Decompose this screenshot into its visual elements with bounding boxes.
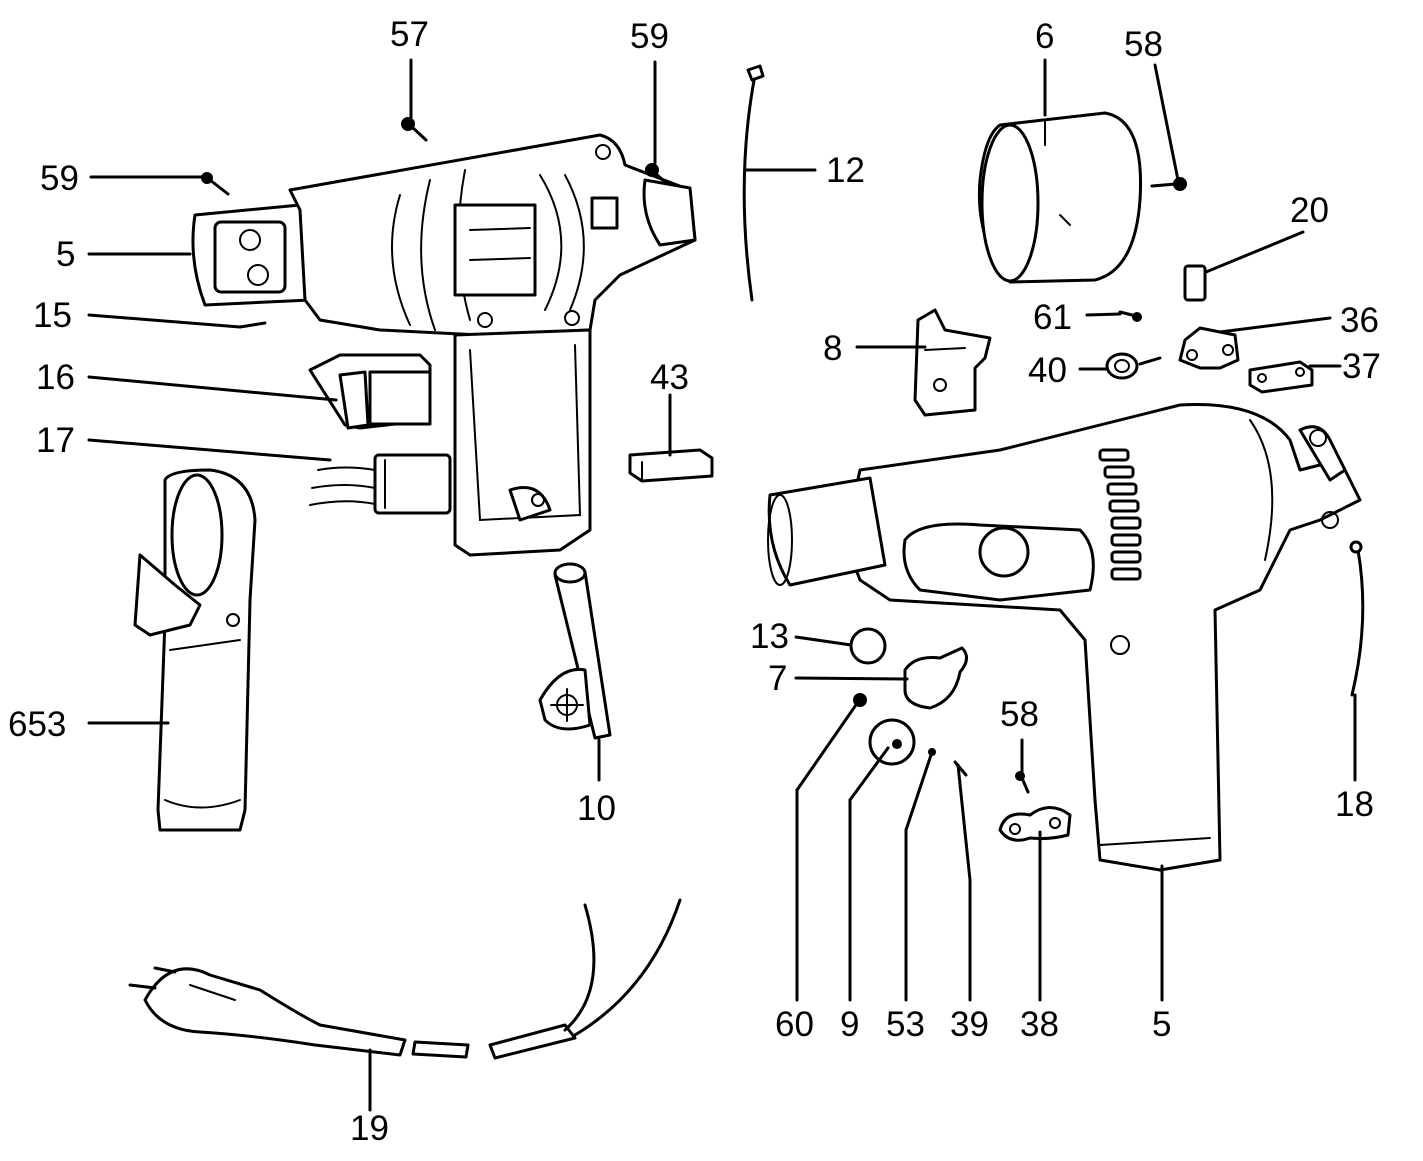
callout-18: 18 <box>1335 785 1374 824</box>
brush-holder-36 <box>1178 326 1240 370</box>
callout-10: 10 <box>577 789 616 828</box>
block-43 <box>628 448 714 483</box>
callout-53: 53 <box>886 1005 925 1044</box>
housing-half-left <box>191 133 697 557</box>
callout-59-right: 59 <box>630 17 669 56</box>
callout-16: 16 <box>36 358 75 397</box>
screw-61 <box>1118 310 1142 322</box>
callout-36: 36 <box>1340 301 1379 340</box>
callout-9: 9 <box>840 1005 859 1044</box>
callout-5-left: 5 <box>56 235 75 274</box>
switch-16 <box>308 353 432 430</box>
callout-39: 39 <box>950 1005 989 1044</box>
callout-19: 19 <box>350 1109 389 1148</box>
callout-7: 7 <box>768 659 787 698</box>
bracket-8 <box>913 308 992 417</box>
callout-43: 43 <box>650 358 689 397</box>
knob-7 <box>903 646 968 710</box>
shaft-10 <box>538 562 612 740</box>
callout-13: 13 <box>750 617 789 656</box>
callout-6: 6 <box>1035 17 1054 56</box>
side-handle-653 <box>133 468 257 832</box>
screw-59-right <box>645 163 667 184</box>
callout-12: 12 <box>826 151 865 190</box>
collar-6 <box>977 111 1143 284</box>
wire-12 <box>742 64 765 302</box>
drill-body-right <box>767 402 1362 872</box>
plate-37 <box>1248 360 1314 394</box>
knob-insert-9 <box>868 718 916 766</box>
screw-58-top <box>1150 177 1187 191</box>
callout-61: 61 <box>1033 298 1072 337</box>
callout-8: 8 <box>823 329 842 368</box>
callout-37: 37 <box>1342 347 1381 386</box>
wire-18 <box>1349 540 1365 697</box>
callout-59-left: 59 <box>40 159 79 198</box>
capacitor-17 <box>309 453 452 515</box>
spring-40 <box>1105 352 1162 380</box>
callout-57: 57 <box>390 15 429 54</box>
callout-40: 40 <box>1028 351 1067 390</box>
callout-58-top: 58 <box>1124 25 1163 64</box>
callout-58-lower: 58 <box>1000 695 1039 734</box>
screw-57 <box>401 117 428 142</box>
callout-labels: 57 59 59 5 15 16 17 653 12 43 10 6 58 20… <box>8 15 1381 1148</box>
callout-20: 20 <box>1290 191 1329 230</box>
cap-13 <box>849 627 887 665</box>
callout-5-right: 5 <box>1152 1005 1171 1044</box>
cable-clamp-38 <box>998 806 1072 842</box>
pin-15 <box>238 321 267 329</box>
callout-15: 15 <box>33 296 72 335</box>
callout-60: 60 <box>775 1005 814 1044</box>
brush-20 <box>1183 264 1207 302</box>
power-cord-19 <box>128 898 682 1060</box>
callout-653: 653 <box>8 705 66 744</box>
callout-38: 38 <box>1020 1005 1059 1044</box>
screw-39 <box>953 760 968 777</box>
callout-17: 17 <box>36 421 75 460</box>
leader-lines <box>87 58 1357 1112</box>
